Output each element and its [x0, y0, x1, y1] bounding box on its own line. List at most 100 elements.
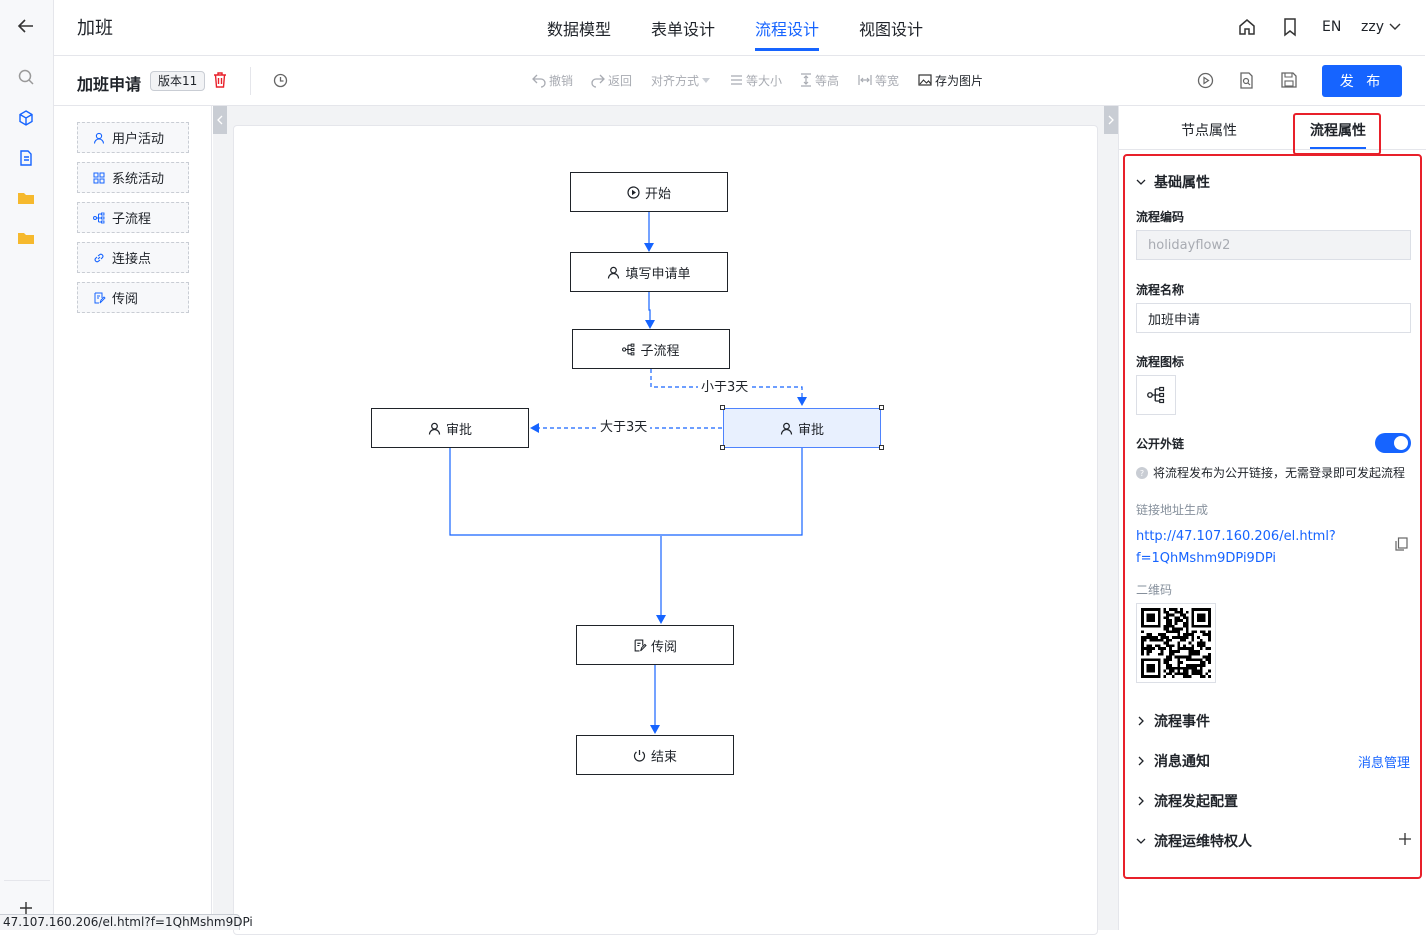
- search-icon[interactable]: [15, 66, 37, 88]
- subflow-icon: [622, 343, 635, 355]
- palette-item-system-activity[interactable]: 系统活动: [77, 162, 189, 193]
- trash-icon[interactable]: [213, 72, 227, 88]
- same-height-button[interactable]: 等高: [800, 71, 839, 89]
- chevron-down-icon: [1136, 838, 1146, 844]
- language-switch[interactable]: EN: [1322, 19, 1342, 35]
- copy-icon[interactable]: [1395, 537, 1408, 551]
- toolbar-divider: [250, 67, 251, 95]
- node-label: 子流程: [640, 343, 680, 359]
- folder-icon[interactable]: [15, 187, 37, 209]
- collapse-right-handle[interactable]: [1104, 106, 1118, 134]
- undo-button[interactable]: 撤销: [532, 71, 573, 89]
- edge-approvals-merge[interactable]: [449, 448, 803, 536]
- folder-icon[interactable]: [15, 227, 37, 249]
- back-arrow-icon[interactable]: [15, 15, 37, 37]
- preview-doc-icon[interactable]: [1239, 72, 1254, 89]
- node-start[interactable]: 开始: [570, 172, 728, 212]
- public-link-url[interactable]: http://47.107.160.206/el.html? f=1QhMshm…: [1136, 526, 1336, 570]
- section-title: 流程发起配置: [1154, 794, 1238, 810]
- same-height-label: 等高: [815, 73, 840, 88]
- document-icon[interactable]: [15, 147, 37, 169]
- edge-label-more-than-3-days[interactable]: 大于3天: [597, 420, 651, 436]
- collapse-left-handle[interactable]: [213, 106, 227, 134]
- save-image-button[interactable]: 存为图片: [918, 71, 983, 89]
- node-subflow[interactable]: 子流程: [572, 329, 730, 369]
- tab-node-properties[interactable]: 节点属性: [1181, 123, 1237, 139]
- edge-fill-subflow[interactable]: [645, 292, 655, 329]
- edge-circulate-end[interactable]: [650, 665, 660, 734]
- palette-item-connector[interactable]: 连接点: [77, 242, 189, 273]
- publish-button[interactable]: 发 布: [1322, 65, 1402, 97]
- play-circle-icon: [627, 185, 640, 199]
- node-approve-left[interactable]: 审批: [371, 408, 529, 448]
- palette-item-label: 用户活动: [112, 132, 165, 147]
- section-title: 消息通知: [1154, 754, 1210, 770]
- tab-view-design[interactable]: 视图设计: [859, 20, 924, 39]
- public-link-hint-text: 将流程发布为公开链接，无需登录即可发起流程: [1153, 466, 1406, 480]
- palette-item-user-activity[interactable]: 用户活动: [77, 122, 189, 153]
- user-icon: [780, 422, 793, 435]
- home-icon[interactable]: [1238, 18, 1256, 36]
- history-icon[interactable]: [273, 73, 288, 88]
- resize-handle[interactable]: [879, 445, 884, 450]
- resize-handle[interactable]: [720, 445, 725, 450]
- flow-icon-picker[interactable]: [1136, 375, 1176, 415]
- redo-button[interactable]: 返回: [591, 71, 632, 89]
- left-rail: [0, 0, 54, 930]
- edge-start-fill[interactable]: [644, 212, 654, 252]
- resize-handle[interactable]: [720, 405, 725, 410]
- section-notify-header[interactable]: 消息通知: [1136, 751, 1210, 771]
- flow-name-input[interactable]: [1136, 303, 1411, 333]
- public-link-url-line2: f=1QhMshm9DPi9DPi: [1136, 551, 1276, 566]
- node-fill-form[interactable]: 填写申请单: [570, 252, 728, 292]
- tab-flow-design[interactable]: 流程设计: [755, 20, 820, 39]
- same-width-button[interactable]: 等宽: [858, 71, 899, 89]
- add-privilege-plus-icon[interactable]: [1399, 833, 1411, 845]
- same-size-label: 等大小: [746, 73, 783, 88]
- svg-text:?: ?: [1140, 469, 1144, 478]
- flow-name-label: 流程名称: [1136, 283, 1185, 297]
- bookmark-icon[interactable]: [1282, 18, 1298, 37]
- node-label: 填写申请单: [625, 266, 691, 282]
- tab-flow-properties[interactable]: 流程属性: [1310, 123, 1366, 139]
- save-icon[interactable]: [1281, 72, 1297, 88]
- subflow-icon: [93, 212, 105, 223]
- tab-data-model[interactable]: 数据模型: [547, 20, 612, 39]
- top-header: 加班 数据模型 表单设计 流程设计 视图设计 EN zzy: [54, 0, 1425, 56]
- public-link-url-line1: http://47.107.160.206/el.html?: [1136, 529, 1336, 544]
- palette-item-circulate[interactable]: 传阅: [77, 282, 189, 313]
- cube-icon[interactable]: [15, 107, 37, 129]
- resize-handle[interactable]: [879, 405, 884, 410]
- node-circulate[interactable]: 传阅: [576, 625, 734, 665]
- align-label: 对齐方式: [651, 73, 700, 88]
- edge-merge-circulate[interactable]: [656, 536, 666, 624]
- palette-item-subflow[interactable]: 子流程: [77, 202, 189, 233]
- save-image-label: 存为图片: [935, 73, 984, 88]
- user-menu[interactable]: zzy: [1361, 19, 1401, 35]
- help-icon: ?: [1136, 466, 1148, 479]
- qr-code-image: [1136, 603, 1216, 683]
- chevron-right-icon: [1138, 756, 1144, 766]
- same-size-button[interactable]: 等大小: [730, 71, 782, 89]
- node-label: 结束: [650, 749, 677, 765]
- plus-icon[interactable]: [15, 897, 37, 919]
- undo-icon: [532, 74, 546, 88]
- node-approve-right-selected[interactable]: 审批: [723, 408, 881, 448]
- undo-label: 撤销: [549, 73, 574, 88]
- node-end[interactable]: 结束: [576, 735, 734, 775]
- play-icon[interactable]: [1197, 72, 1214, 89]
- same-width-icon: [858, 75, 872, 85]
- flow-edges: [449, 212, 807, 734]
- section-events-header[interactable]: 流程事件: [1136, 711, 1210, 731]
- align-dropdown[interactable]: 对齐方式: [651, 71, 711, 89]
- section-launch-config-header[interactable]: 流程发起配置: [1136, 791, 1238, 811]
- version-badge[interactable]: 版本11: [150, 71, 206, 91]
- tab-form-design[interactable]: 表单设计: [651, 20, 716, 39]
- message-manage-link[interactable]: 消息管理: [1358, 756, 1411, 771]
- edge-label-less-than-3-days[interactable]: 小于3天: [698, 380, 752, 396]
- section-basic-header[interactable]: 基础属性: [1136, 172, 1210, 192]
- section-privilege-header[interactable]: 流程运维特权人: [1136, 831, 1252, 851]
- public-link-toggle[interactable]: [1375, 433, 1411, 453]
- circulate-icon: [94, 292, 106, 303]
- chevron-down-icon: [1389, 23, 1401, 30]
